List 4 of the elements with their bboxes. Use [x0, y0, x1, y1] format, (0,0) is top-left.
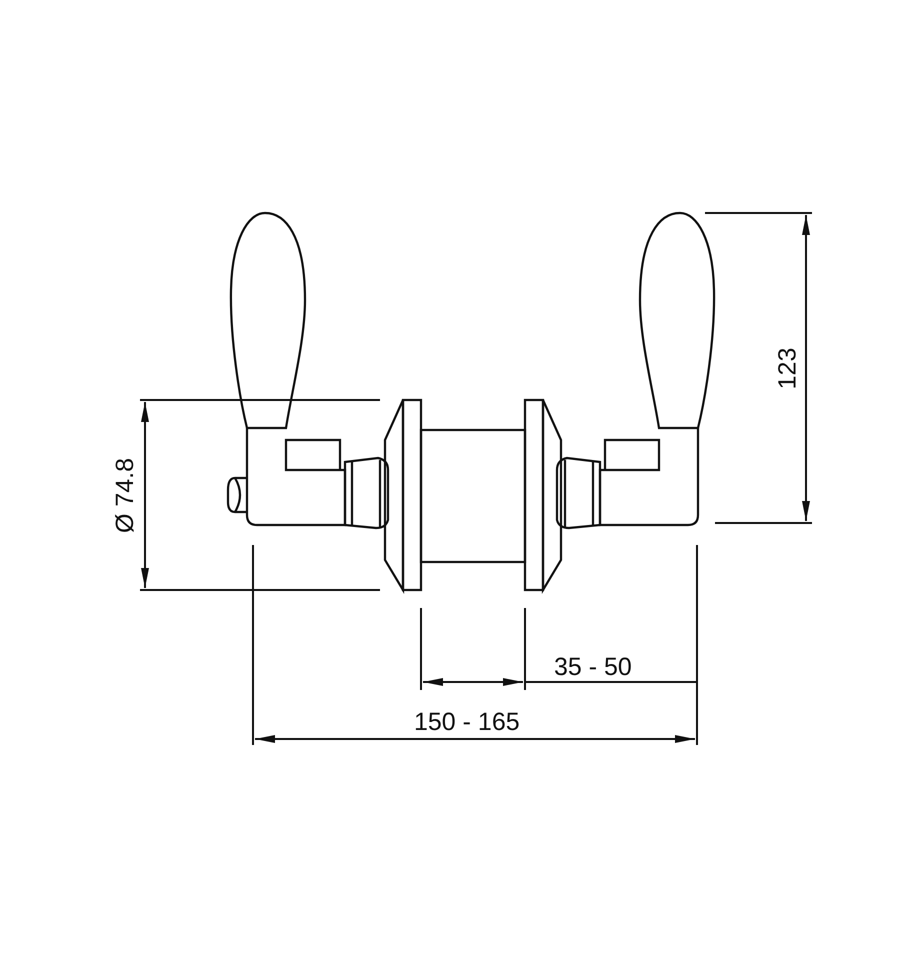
- dimension-label: Ø 74.8: [112, 457, 138, 533]
- dimension-label: 35 - 50: [554, 654, 632, 680]
- dimension-label: 150 - 165: [414, 710, 520, 734]
- dimension-label: 123: [775, 347, 800, 389]
